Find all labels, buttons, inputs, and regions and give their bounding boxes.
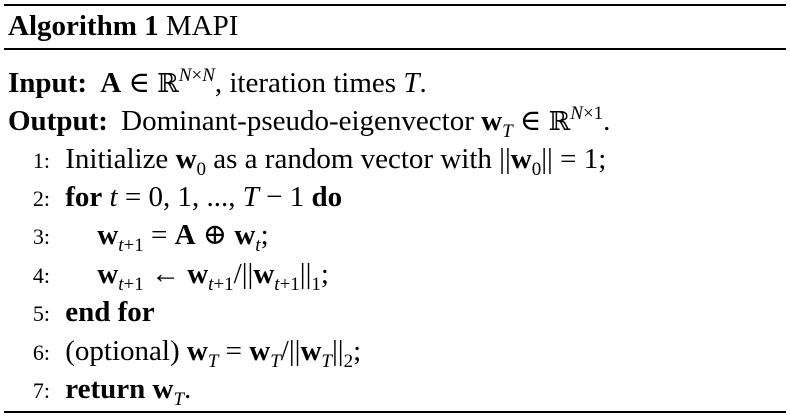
keyword-for: for (65, 181, 103, 213)
step-number: 7: (32, 378, 50, 403)
step-5: 5: end for (0, 295, 155, 331)
step-1-text-a: Initialize (65, 143, 169, 175)
output-line: Output: Dominant-pseudo-eigenvector wT ∈… (8, 103, 611, 142)
output-text: Dominant-pseudo-eigenvector (121, 105, 474, 137)
algorithm-title: Algorithm 1 MAPI (8, 9, 238, 43)
step-number: 3: (32, 224, 50, 249)
step-number: 2: (32, 186, 50, 211)
input-line: Input: A ∈ ℝN×N, iteration times T. (8, 65, 427, 99)
algorithm-label: Algorithm 1 (8, 10, 159, 42)
step-3: 3: wt+1 = A ⊕ wt; (0, 218, 269, 255)
step-number: 1: (32, 148, 50, 173)
keyword-do: do (311, 181, 343, 213)
step-1: 1: Initialize w0 as a random vector with… (0, 142, 606, 179)
step-number: 4: (32, 263, 50, 288)
algorithm-name: MAPI (165, 10, 239, 42)
keyword-end-for: end for (65, 296, 155, 328)
step-4: 4: wt+1 ← wt+1/||wt+1||1; (0, 257, 329, 294)
step-6-text: (optional) (65, 335, 180, 367)
step-1-text-b: as a random vector with (213, 143, 492, 175)
step-number: 5: (32, 301, 50, 326)
input-text: , iteration times (214, 67, 397, 99)
top-rule (4, 4, 786, 6)
step-7: 7: return wT. (0, 372, 191, 409)
step-2: 2: for t = 0, 1, ..., T − 1 do (0, 180, 342, 216)
bottom-rule (4, 411, 786, 413)
mid-rule (4, 48, 786, 50)
step-number: 6: (32, 340, 50, 365)
keyword-return: return (65, 373, 146, 405)
step-6: 6: (optional) wT = wT/||wT||2; (0, 334, 361, 371)
input-label: Input: (8, 67, 87, 99)
output-label: Output: (8, 105, 108, 137)
